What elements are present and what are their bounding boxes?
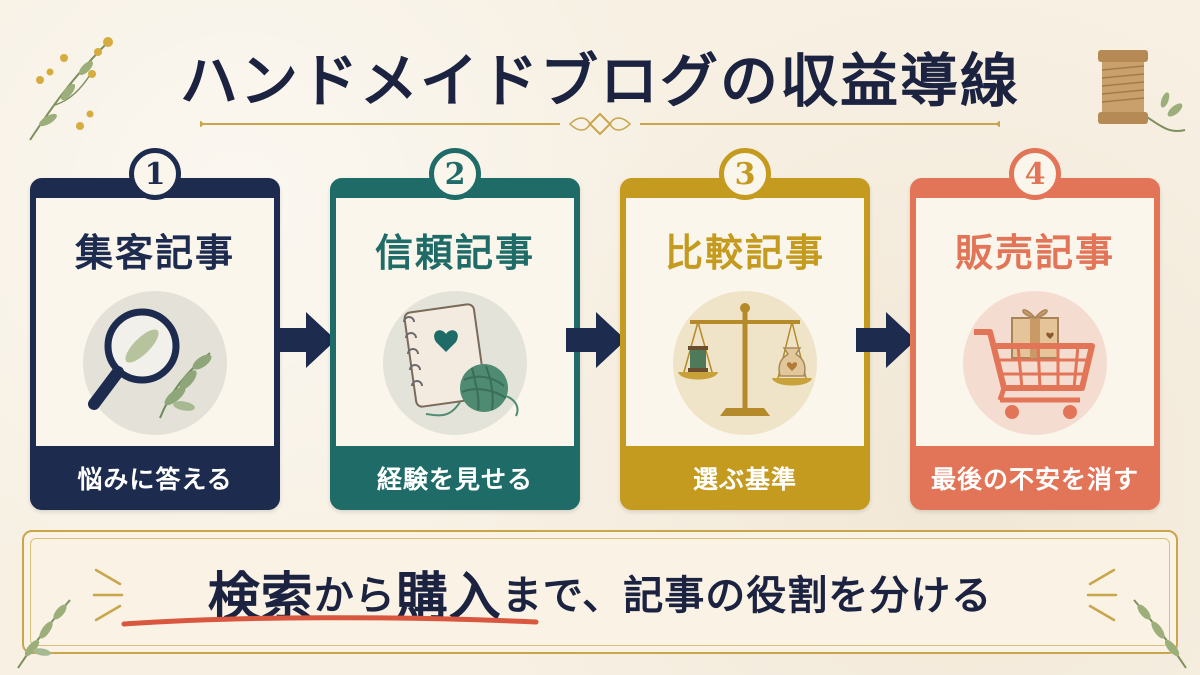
step-subtitle: 悩みに答える: [30, 446, 280, 510]
sparkle-lines-left-icon: [92, 568, 124, 622]
magnifying-glass-leaf-icon: [83, 291, 227, 435]
summary-rest: まで、記事の役割を分ける: [501, 572, 993, 619]
summary-banner: 検索 から 購入 まで、記事の役割を分ける: [22, 530, 1178, 654]
step-card-3: 比較記事 選ぶ基準: [620, 178, 870, 510]
step-subtitle: 最後の不安を消す: [910, 446, 1160, 510]
banner-inner-border: [30, 538, 1170, 646]
botanical-sprig-icon: [29, 37, 113, 141]
arrow-right-icon: [276, 312, 336, 368]
step-card-2: 信頼記事 経験を見せる: [330, 178, 580, 510]
step-title: 集客記事: [74, 230, 235, 275]
balance-scale-icon: [673, 291, 817, 435]
sparkle-lines-right-icon: [1086, 568, 1118, 622]
brush-underline: [121, 615, 539, 627]
step-card-4: 販売記事 最後の不安を消す: [910, 178, 1160, 510]
summary-text: 検索 から 購入 まで、記事の役割を分ける: [24, 532, 1176, 652]
step-card-1: 集客記事 悩みに答える: [30, 178, 280, 510]
thread-spool-icon: [1098, 50, 1186, 132]
step-subtitle: 選ぶ基準: [620, 446, 870, 510]
step-number-badge: 1: [129, 148, 181, 200]
arrow-right-icon: [566, 312, 626, 368]
step-number-badge: 4: [1009, 148, 1061, 200]
arrow-right-icon: [856, 312, 916, 368]
notebook-yarn-icon: [383, 291, 527, 435]
step-subtitle: 経験を見せる: [330, 446, 580, 510]
step-title: 信頼記事: [374, 230, 535, 275]
title-divider: [200, 112, 1000, 136]
page-title: ハンドメイドブログの収益導線: [179, 47, 1020, 115]
step-number-badge: 2: [429, 148, 481, 200]
leaf-sprig-bottom-right-icon: [1133, 599, 1187, 669]
step-title: 比較記事: [664, 230, 825, 275]
summary-connector: から: [313, 572, 396, 619]
leaf-sprig-bottom-left-icon: [17, 599, 71, 669]
step-title: 販売記事: [954, 230, 1115, 275]
step-number-badge: 3: [719, 148, 771, 200]
shopping-cart-gift-icon: [963, 291, 1107, 435]
